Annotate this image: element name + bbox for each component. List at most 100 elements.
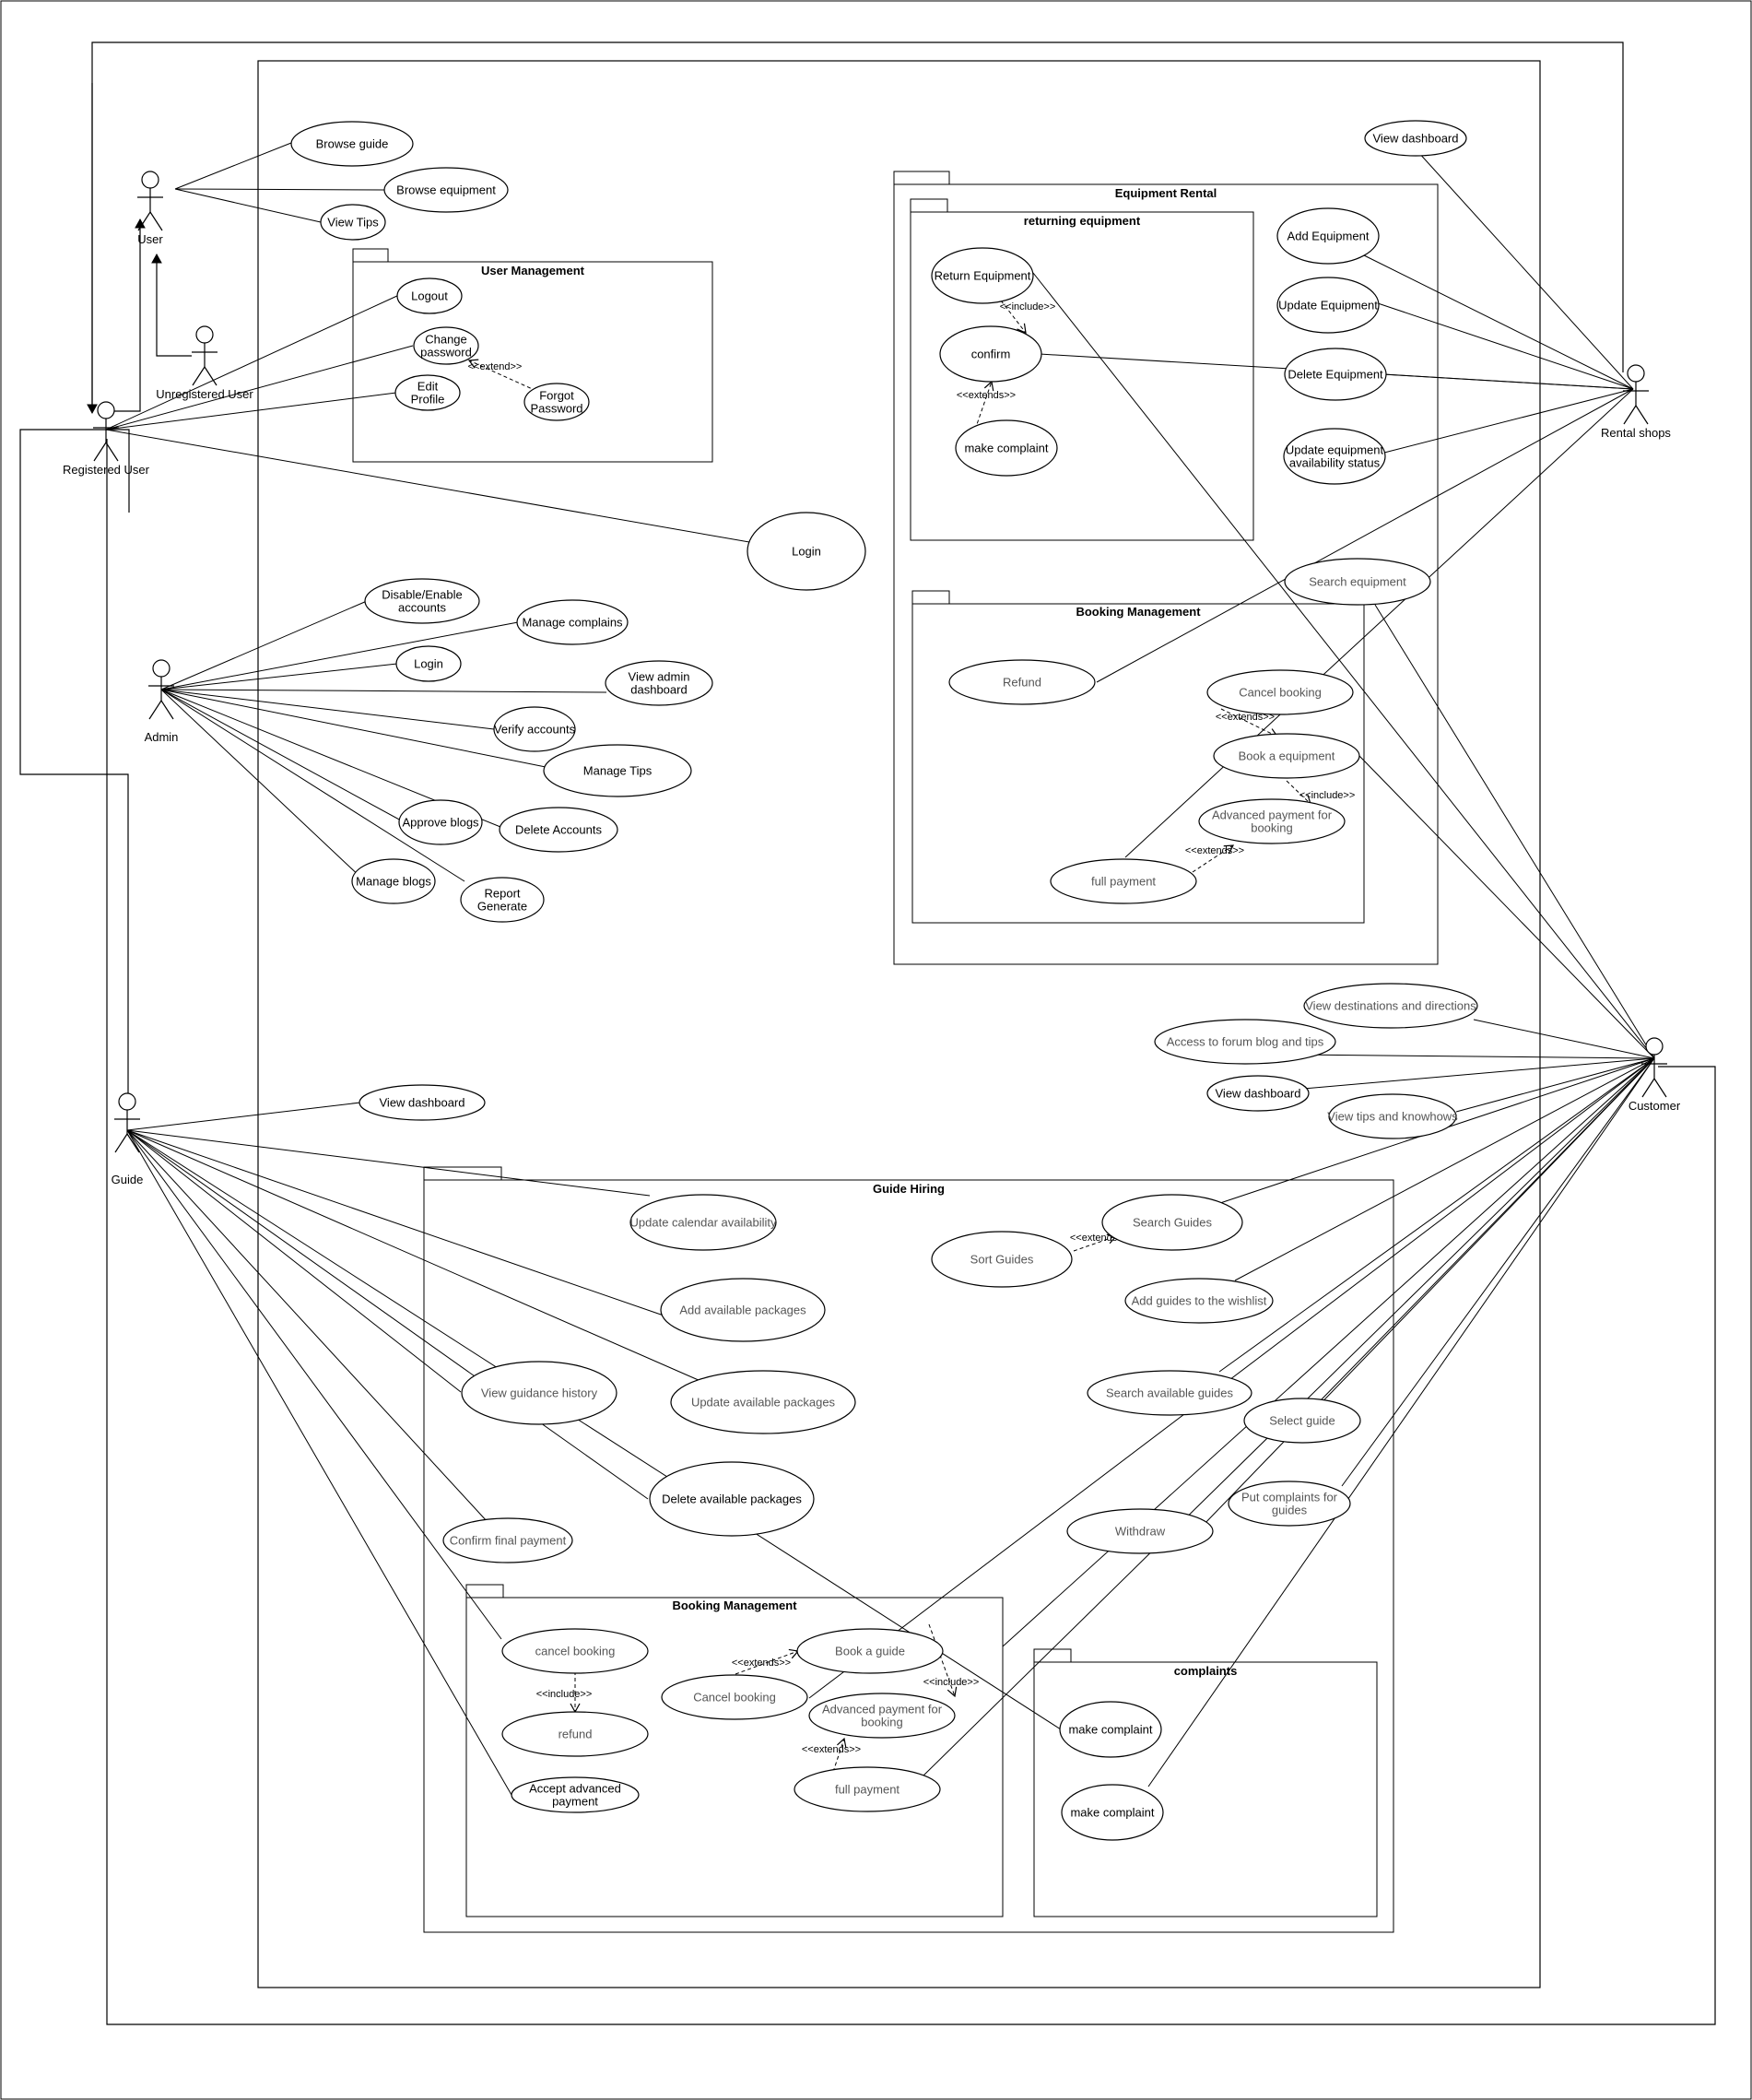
use-case-label: Add Equipment [1288, 230, 1370, 243]
use-case-label: Manage complains [522, 616, 623, 630]
use-case-label: Change [425, 333, 467, 347]
use-case-label: Profile [411, 393, 445, 407]
use-case-ellipse [442, 1517, 573, 1563]
use-case-sort-guides: Sort Guides [931, 1231, 1073, 1288]
use-case-ellipse [1243, 1398, 1361, 1444]
use-case-label: Edit [417, 380, 439, 394]
use-case-ellipse [359, 1084, 486, 1121]
use-case-label: refund [559, 1728, 593, 1741]
use-case-view-tips-knowhows: View tips and knowhows [1327, 1093, 1458, 1139]
use-case-ellipse [1328, 1093, 1457, 1139]
use-case-label: Update available packages [691, 1396, 836, 1410]
use-case-label: View destinations and directions [1305, 999, 1476, 1013]
use-case-label: View admin [629, 670, 690, 684]
package-title-returning-equipment: returning equipment [1024, 214, 1141, 228]
use-case-label: Generate [477, 900, 527, 914]
use-case-ellipse [460, 877, 545, 923]
use-case-label: payment [552, 1795, 598, 1809]
package-title-guide-hiring: Guide Hiring [873, 1182, 945, 1196]
use-case-label: View tips and knowhows [1327, 1110, 1458, 1124]
system-boundary [257, 60, 1541, 1988]
extend-label: <<extend>> [468, 361, 523, 372]
use-case-ellipse [661, 1674, 808, 1720]
use-case-view-dashboard-customer: View dashboard [1206, 1075, 1310, 1112]
use-case-label: Update equipment [1286, 443, 1384, 457]
use-case-label: Login [414, 657, 443, 671]
package-booking-management-rental: Booking Management [911, 590, 1365, 924]
use-case-update-calendar: Update calendar availability [629, 1194, 777, 1251]
use-case-ellipse [501, 1711, 649, 1757]
package-title-user-management: User Management [481, 264, 585, 277]
use-case-label: Cancel booking [693, 1691, 776, 1705]
use-case-label: Verify accounts [494, 723, 576, 737]
use-case-label: Add available packages [679, 1304, 806, 1317]
use-case-ellipse [1198, 798, 1346, 844]
use-case-label: Select guide [1269, 1414, 1335, 1428]
use-case-add-packages: Add available packages [660, 1278, 826, 1342]
use-case-label: Advanced payment for [822, 1703, 943, 1717]
actor-label: Unregistered User [156, 387, 253, 401]
use-case-ellipse [670, 1370, 856, 1434]
use-case-manage-tips: Manage Tips [543, 744, 692, 797]
use-case-cancel-booking-rental: Cancel booking [1206, 669, 1354, 715]
actor-label: Guide [112, 1173, 144, 1186]
use-case-search-available-guides: Search available guides [1087, 1370, 1252, 1416]
use-case-ellipse [1228, 1481, 1351, 1527]
package-title-booking-management-rental: Booking Management [1076, 605, 1201, 619]
actor-label: Rental shops [1601, 426, 1671, 440]
actor-body [1623, 382, 1649, 425]
use-case-label: Cancel booking [1239, 686, 1322, 700]
actor-head [195, 325, 214, 344]
use-case-view-dashboard-rental: View dashboard [1364, 120, 1467, 157]
use-case-label: Disable/Enable [382, 588, 462, 602]
use-case-label: make complaint [1070, 1806, 1154, 1820]
use-case-label: Put complaints for [1241, 1491, 1338, 1504]
use-case-ellipse [1101, 1194, 1243, 1251]
use-case-label: password [420, 346, 472, 360]
use-case-make-complaint-1: make complaint [1059, 1701, 1162, 1758]
include-label: <<include>> [1000, 301, 1056, 313]
use-case-ellipse [649, 1461, 815, 1537]
actor-user: User [137, 171, 163, 246]
use-case-ellipse [413, 326, 479, 365]
actor-body [93, 419, 119, 462]
use-case-label: make complaint [1068, 1723, 1152, 1737]
use-case-ellipse [394, 374, 461, 411]
actor-body [148, 677, 174, 720]
use-case-ellipse [931, 247, 1034, 304]
use-case-browse-equipment: Browse equipment [383, 167, 509, 213]
use-case-ellipse [1276, 277, 1380, 334]
use-case-label: Update Equipment [1278, 299, 1378, 313]
use-case-ellipse [629, 1194, 777, 1251]
use-case-label: Book a guide [835, 1645, 905, 1658]
use-case-ellipse [398, 799, 483, 845]
use-case-label: Forgot [539, 389, 574, 403]
use-case-ellipse [543, 744, 692, 797]
use-case-ellipse [1066, 1508, 1214, 1554]
use-case-label: Advanced payment for [1212, 808, 1333, 822]
use-case-manage-complains: Manage complains [516, 599, 629, 645]
use-case-ellipse [499, 807, 618, 853]
use-case-access-forum: Access to forum blog and tips [1154, 1019, 1336, 1065]
use-case-ellipse [511, 1776, 640, 1813]
use-case-make-complaint-2: make complaint [1061, 1784, 1164, 1841]
use-case-search-guides: Search Guides [1101, 1194, 1243, 1251]
use-case-ellipse [948, 659, 1096, 705]
use-case-ellipse [796, 1628, 944, 1674]
use-case-label: Delete Equipment [1288, 368, 1383, 382]
generalization-lines [19, 41, 1716, 2025]
use-case-label: Report [484, 887, 520, 901]
extends-label: <<extends>> [802, 1744, 861, 1755]
actor-label: Admin [145, 730, 179, 744]
actor-head [97, 401, 115, 419]
use-case-ellipse [1206, 1075, 1310, 1112]
actor-head [118, 1092, 136, 1111]
use-case-label: Manage Tips [583, 764, 653, 778]
use-case-ellipse [1283, 428, 1386, 485]
actor-registered: Registered User [63, 401, 150, 477]
